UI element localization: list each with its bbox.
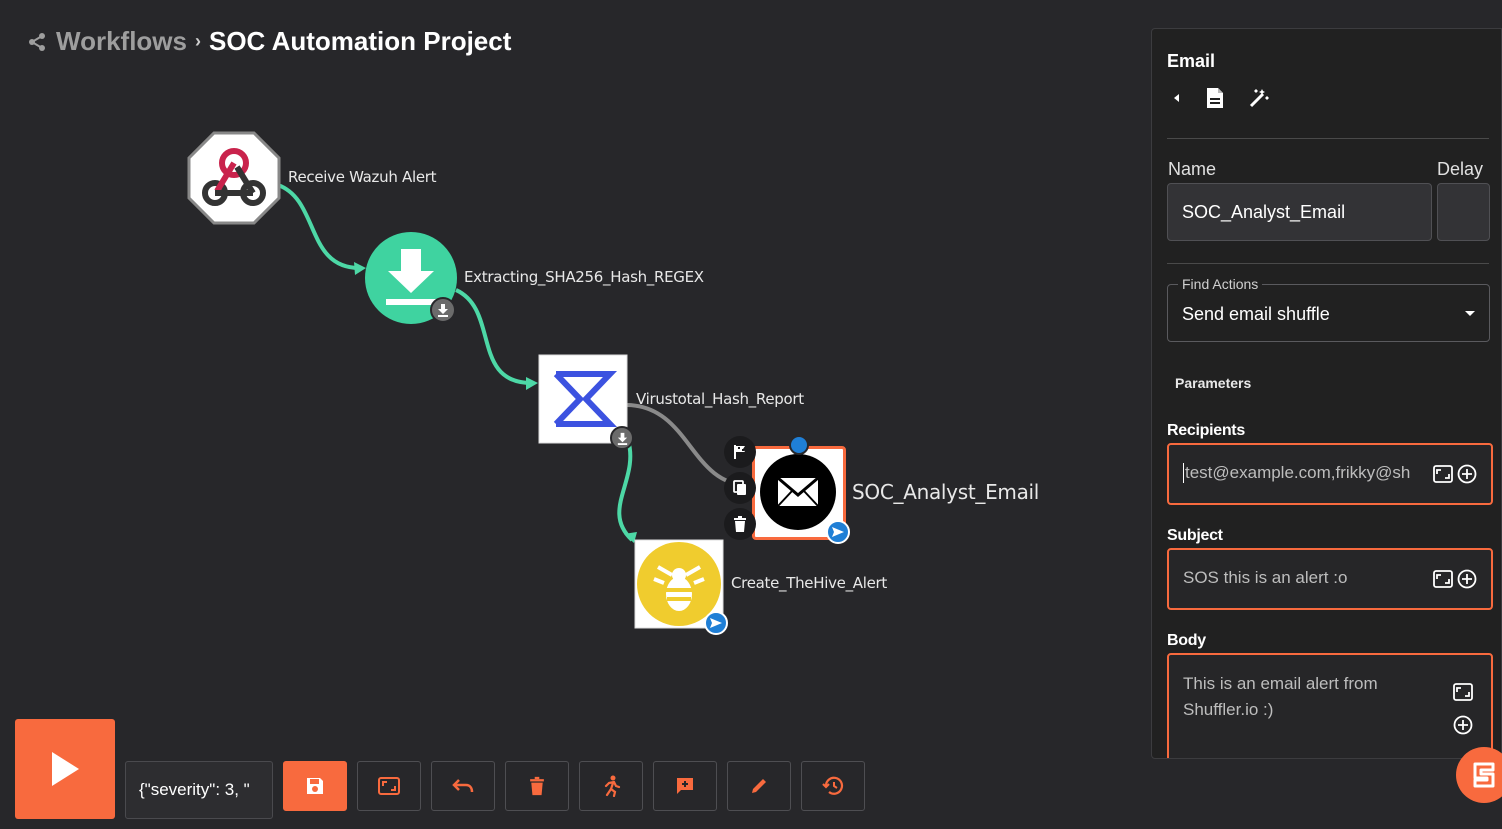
shuffle-help-button[interactable] [1456,747,1502,803]
action-settings-panel: Email Name Delay SOC_Analyst_Email Find … [1151,28,1502,759]
add-variable-button[interactable] [1457,464,1477,484]
save-workflow-button[interactable] [283,761,347,811]
undo-icon [452,779,474,793]
magic-wand-icon [1249,89,1269,108]
comment-add-icon [677,778,693,794]
panel-divider [1167,263,1489,264]
recipients-input[interactable]: test@example.com,frikky@sh [1167,443,1493,505]
delay-label: Delay [1437,159,1484,179]
execution-history-button[interactable] [801,761,865,811]
start-node-flag-button[interactable] [724,436,756,468]
caret-down-icon [1465,311,1475,316]
add-variable-button[interactable] [1453,715,1473,735]
node-extracting-sha256-regex[interactable] [364,231,458,325]
edge-arrow-virustotal [526,377,538,390]
execution-argument-input[interactable]: {"severity": 3, " [125,761,273,819]
node-label-selected: SOC_Analyst_Email [852,480,1040,504]
edge-regex-virustotal [455,288,535,386]
node-soc-analyst-email[interactable] [752,435,850,544]
node-connector-handle[interactable] [789,435,809,455]
autocomplete-magic-button[interactable] [1248,87,1270,109]
param-label-recipients: Recipients [1167,422,1245,439]
name-label: Name [1168,159,1217,179]
panel-title: Email [1167,51,1216,71]
subject-value: SOS this is an alert :o [1183,568,1348,587]
shuffle-logo-icon [1473,762,1495,788]
send-badge-icon [704,611,728,635]
history-icon [822,776,844,795]
trash-icon [734,516,746,532]
undo-button[interactable] [431,761,495,811]
breadcrumb-workflows-link[interactable]: Workflows [56,26,187,56]
document-icon [1207,88,1223,108]
play-icon [52,752,79,786]
download-badge-icon [610,426,634,450]
node-create-thehive-alert[interactable] [634,539,728,635]
execute-workflow-button[interactable] [15,719,115,819]
node-label: Extracting_SHA256_Hash_REGEX [464,268,704,286]
breadcrumb: Workflows › SOC Automation Project [26,26,511,57]
delay-input[interactable] [1437,183,1490,241]
expand-editor-icon [1453,683,1473,701]
email-icon [760,454,836,530]
edge-webhook-regex [277,183,363,271]
add-circle-icon [1457,464,1477,484]
expand-editor-button[interactable] [1453,683,1473,701]
send-badge-icon [826,520,850,544]
add-circle-icon [1457,569,1477,589]
add-circle-icon [1453,715,1473,735]
virustotal-icon [538,354,628,444]
edge-virustotal-thehive [617,439,634,542]
expand-editor-icon [1433,465,1453,483]
node-label: Virustotal_Hash_Report [636,390,804,408]
node-receive-wazuh-alert[interactable] [187,131,281,225]
download-badge-icon [430,297,456,323]
run-sequence-button[interactable] [579,761,643,811]
delete-node-button[interactable] [724,508,756,540]
add-comment-button[interactable] [653,761,717,811]
running-person-icon [604,775,621,797]
parameters-heading: Parameters [1175,375,1252,391]
flag-icon [734,445,745,459]
breadcrumb-separator: › [194,31,201,51]
collapse-panel-button[interactable] [1170,91,1182,105]
recipients-value: test@example.com,frikky@sh [1183,463,1421,483]
edit-workflow-button[interactable] [727,761,791,811]
app-docs-button[interactable] [1206,87,1224,109]
webhook-icon [187,131,281,225]
node-label: Create_TheHive_Alert [731,574,887,592]
copy-icon [733,480,746,495]
workflow-canvas[interactable]: Receive Wazuh Alert Extracting_SHA256_Ha… [0,80,1150,720]
pencil-icon [752,779,766,793]
trash-icon [530,776,544,796]
body-input[interactable]: This is an email alert from Shuffler.io … [1167,653,1493,758]
fit-to-screen-button[interactable] [357,761,421,811]
expand-editor-button[interactable] [1433,570,1453,588]
param-label-subject: Subject [1167,527,1223,544]
action-name-input[interactable]: SOC_Analyst_Email [1167,183,1432,241]
page-title: SOC Automation Project [208,26,512,56]
save-icon [307,778,323,794]
param-label-body: Body [1167,632,1206,649]
add-variable-button[interactable] [1457,569,1477,589]
find-actions-select[interactable]: Find Actions Send email shuffle [1167,276,1490,342]
workflow-share-icon [26,31,48,53]
subject-input[interactable]: SOS this is an alert :o [1167,548,1493,610]
find-actions-label: Find Actions [1178,276,1263,292]
node-label: Receive Wazuh Alert [288,168,437,186]
find-actions-value: Send email shuffle [1182,304,1330,324]
body-value: This is an email alert from Shuffler.io … [1183,674,1378,719]
workflow-edges [277,183,749,543]
chevron-left-icon [1174,94,1179,102]
expand-editor-icon [1433,570,1453,588]
delete-selected-button[interactable] [505,761,569,811]
fullscreen-icon [378,777,400,795]
expand-editor-button[interactable] [1433,465,1453,483]
copy-node-button[interactable] [724,472,756,504]
node-virustotal-hash-report[interactable] [538,354,634,450]
panel-divider [1167,138,1489,139]
